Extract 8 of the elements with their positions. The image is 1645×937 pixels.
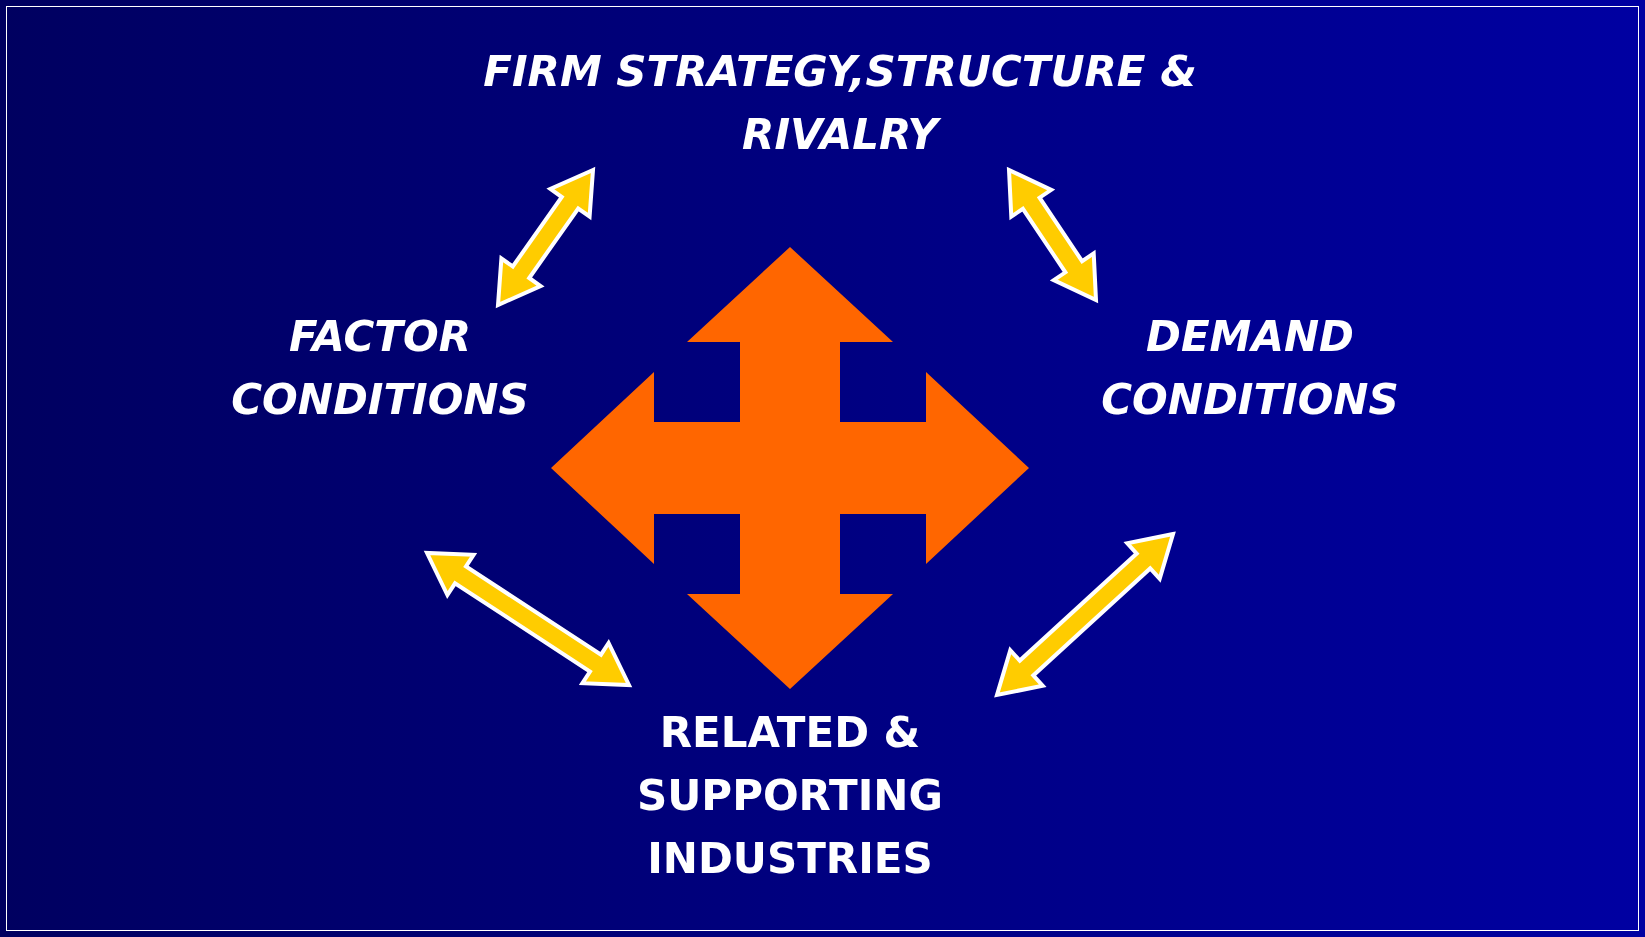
factor-label: RELATED & SUPPORTING INDUSTRIES [636,707,944,885]
double-arrow [994,531,1176,698]
factor-label: FIRM STRATEGY,STRUCTURE & RIVALRY [482,46,1198,161]
factor-label: FACTOR CONDITIONS [230,311,530,426]
double-arrow [423,550,633,688]
factor-label: DEMAND CONDITIONS [1100,311,1400,426]
double-arrow [1006,166,1099,304]
double-arrow [495,166,596,309]
